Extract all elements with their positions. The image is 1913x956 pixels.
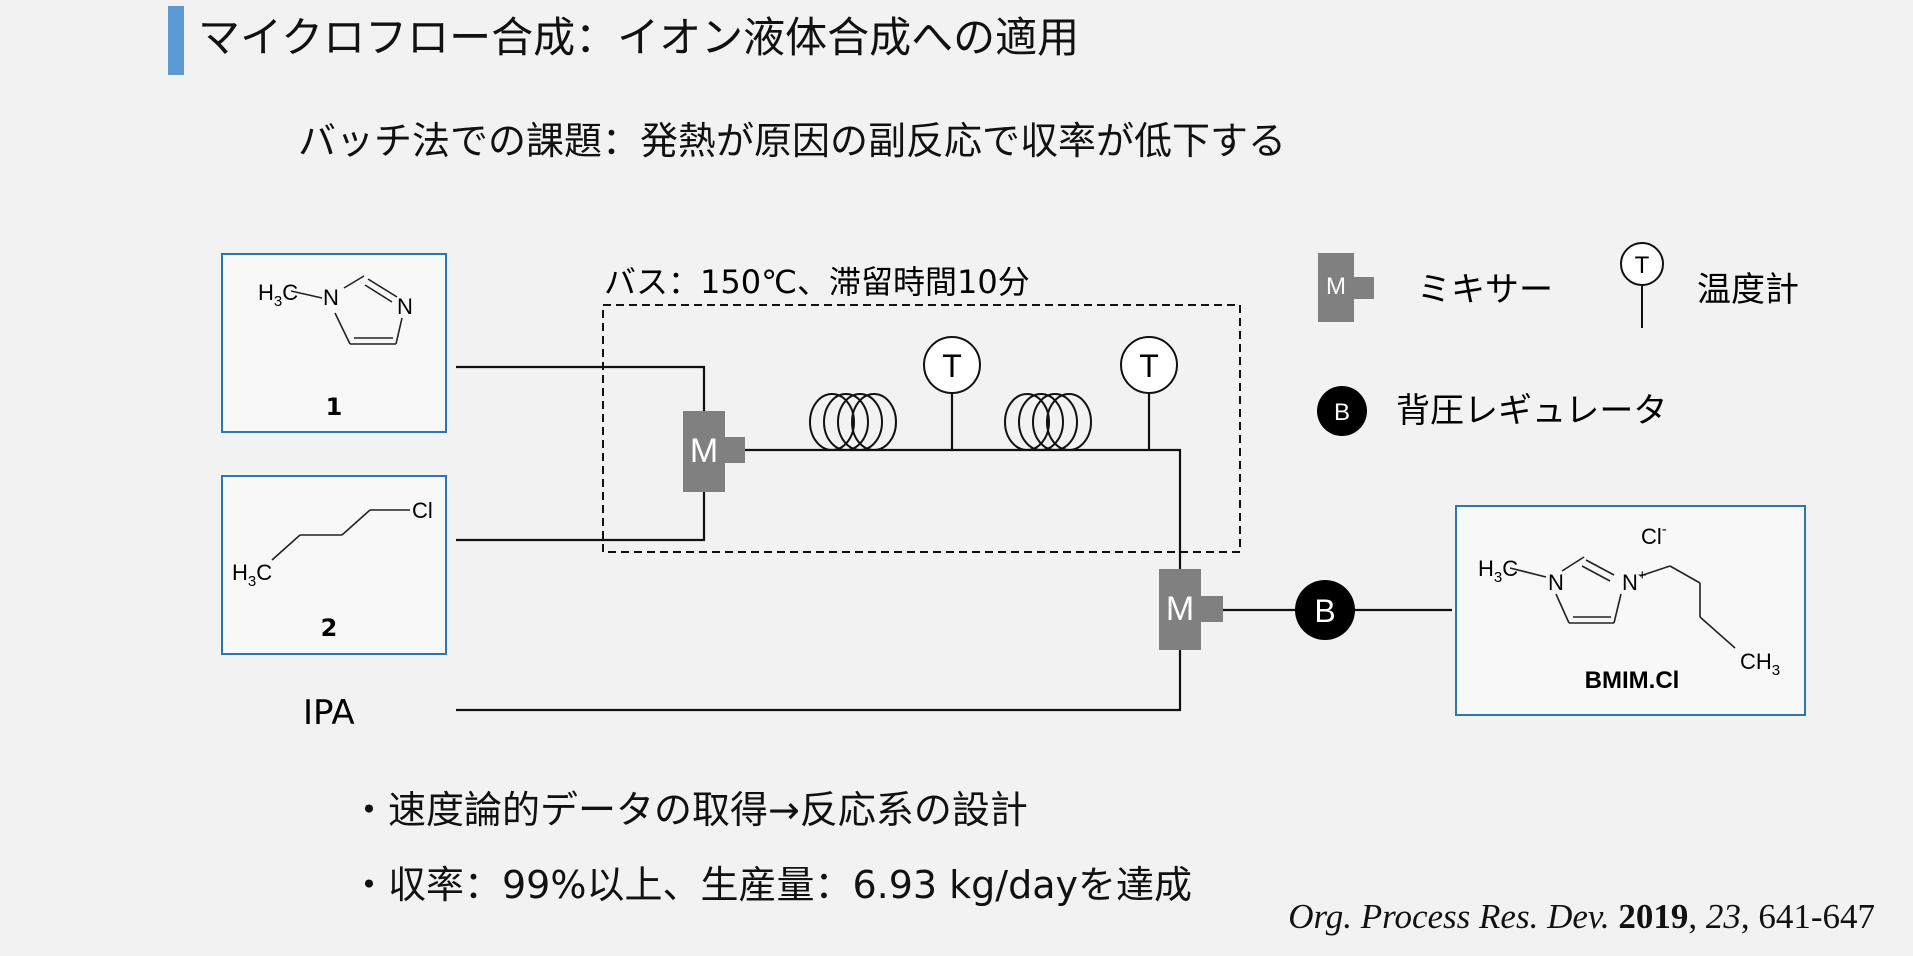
citation-journal: Org. Process Res. Dev. [1288,897,1610,936]
butyl-methyl-h: H3C [232,560,272,590]
butyl-chloride-structure [271,509,410,561]
citation-year: 2019 [1618,897,1689,936]
bmim-structure [1509,556,1736,649]
bullet-yield: ・収率：99%以上、生産量：6.93 kg/dayを達成 [350,863,1192,907]
line-reagent-1 [456,365,706,414]
bath-dashed-box [602,304,1241,553]
product-name: BMIM.Cl [1585,667,1680,694]
svg-text:T: T [1635,252,1650,279]
chloride-anion: Cl- [1641,521,1667,549]
svg-text:M: M [1166,590,1194,628]
reagent-number-2: 2 [321,614,338,642]
methylimidazole-structure [290,275,403,345]
svg-text:B: B [1334,399,1350,426]
legend-bpr-icon: B [1317,386,1367,436]
bath-label: バス：150℃、滞留時間10分 [604,263,1030,301]
citation-volume: 23 [1705,897,1741,936]
mixer-icon-1: M [683,411,745,492]
line-reagent-2 [456,492,706,542]
chlorine-atom: Cl [412,498,433,523]
slide-title: マイクロフロー合成：イオン液体合成への適用 [198,13,1080,62]
ipa-label: IPA [303,693,355,733]
reagent-number-1: 1 [326,393,343,421]
title-accent-bar [168,6,184,75]
flow-lines [456,365,1452,712]
thermometer-icon-2: T [1120,336,1178,394]
svg-text:M: M [690,432,718,470]
citation: Org. Process Res. Dev. 2019, 23, 641-647 [1288,897,1875,936]
line-reactor [743,448,1182,570]
bullet-kinetics: ・速度論的データの取得→反応系の設計 [350,788,1028,832]
legend-mixer-label: ミキサー [1417,270,1553,310]
legend-thermometer-icon: T [1620,242,1664,328]
reactor-coil-2 [1004,393,1092,451]
bmim-n1: N [1548,570,1564,595]
product-box [1455,505,1806,716]
thermometer-icon-1: T [923,336,981,394]
svg-text:M: M [1326,273,1346,300]
reagent-box-1 [221,253,447,433]
legend-mixer-icon: M [1318,253,1374,322]
bmim-methyl: H3C [1478,556,1518,586]
bpr-icon: B [1295,580,1355,640]
legend-bpr-label: 背圧レギュレータ [1396,391,1667,431]
svg-text:T: T [1139,348,1159,384]
line-ipa [456,650,1182,712]
svg-text:T: T [942,348,962,384]
bmim-n2: N+ [1622,567,1647,595]
mixer-icon-2: M [1159,569,1223,650]
reagent-box-2 [221,475,447,655]
legend-thermometer-label: 温度計 [1697,270,1799,310]
svg-text:B: B [1314,593,1335,629]
slide-subtitle: バッチ法での課題：発熱が原因の副反応で収率が低下する [298,119,1287,163]
methyl-h: H3C [258,280,298,310]
reactor-coil-1 [809,393,897,451]
ring-n1: N [323,285,339,310]
bmim-tail: CH3 [1740,649,1780,679]
citation-pages: , 641-647 [1740,897,1875,936]
ring-n2: N [397,294,413,319]
